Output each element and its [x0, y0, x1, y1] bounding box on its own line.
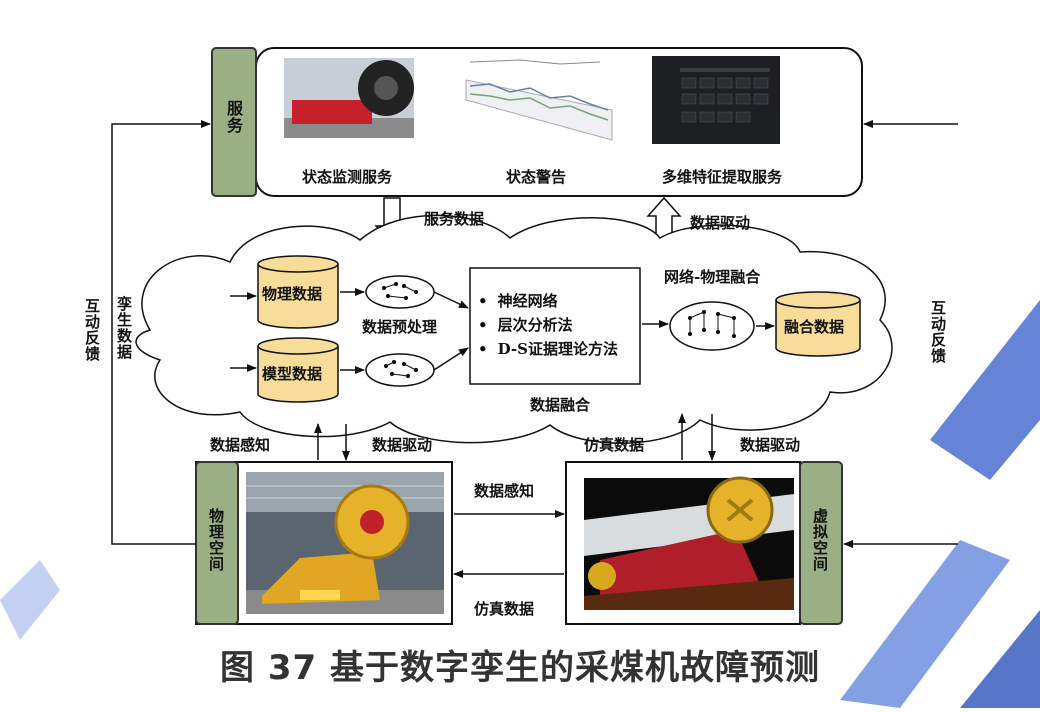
model-data-label: 模型数据	[262, 365, 323, 383]
physical-space-tag	[195, 461, 239, 625]
watermark-stripes	[0, 300, 1040, 708]
left-interactive-feedback-label: 互动反馈	[83, 298, 101, 362]
service-item-label-3: 多维特征提取服务	[662, 168, 783, 186]
physical-space-label: 物理空间	[207, 508, 225, 572]
model-data-cylinder	[257, 337, 339, 403]
right-interactive-feedback-label: 互动反馈	[929, 300, 947, 364]
fused-data-cylinder	[775, 291, 861, 357]
preprocess-ellipse-bottom	[365, 353, 435, 387]
software-screen-image	[652, 56, 780, 144]
virtual-space-tag	[799, 461, 843, 625]
data-fusion-label: 数据融合	[530, 396, 591, 414]
data-perception-left-label: 数据感知	[210, 436, 271, 454]
service-item-label-1: 状态监测服务	[302, 168, 393, 186]
vertical-arrows	[314, 413, 716, 461]
data-drive-top-label: 数据驱动	[690, 214, 751, 232]
virtual-shearer-render	[584, 476, 794, 610]
physical-shearer-photo	[246, 472, 444, 614]
twin-data-label: 孪生数据	[115, 296, 133, 360]
shearer-photo-image	[284, 58, 414, 138]
sim-data-right-label: 仿真数据	[584, 436, 645, 454]
method-item-2: 层次分析法	[478, 314, 573, 335]
horizontal-arrows	[453, 510, 565, 578]
waveform-chart-image	[465, 59, 613, 141]
sim-data-mid-label: 仿真数据	[474, 600, 535, 618]
service-tag	[211, 47, 257, 197]
preprocess-ellipse-top	[365, 275, 435, 309]
preprocess-label: 数据预处理	[362, 318, 438, 336]
cloud-arrows	[230, 288, 775, 374]
method-item-3: D-S证据理论方法	[478, 338, 618, 359]
fused-data-label: 融合数据	[784, 318, 845, 336]
virtual-space-label: 虚拟空间	[811, 508, 829, 572]
method-item-1: 神经网络	[478, 290, 558, 311]
physical-data-label: 物理数据	[262, 285, 323, 303]
left-feedback-loop	[111, 120, 211, 545]
right-feedback-arrows	[843, 120, 958, 548]
data-drive-left-label: 数据驱动	[372, 436, 433, 454]
network-physical-fusion-label: 网络-物理融合	[664, 268, 761, 286]
service-item-label-2: 状态警告	[506, 168, 567, 186]
service-data-label: 服务数据	[424, 210, 485, 228]
data-perception-mid-label: 数据感知	[474, 482, 535, 500]
data-drive-right-label: 数据驱动	[740, 436, 801, 454]
service-side-label: 服务	[224, 100, 243, 134]
figure-caption: 图 37 基于数字孪生的采煤机故障预测	[220, 648, 820, 688]
network-fusion-ellipse	[669, 301, 755, 351]
physical-data-cylinder	[257, 255, 339, 329]
